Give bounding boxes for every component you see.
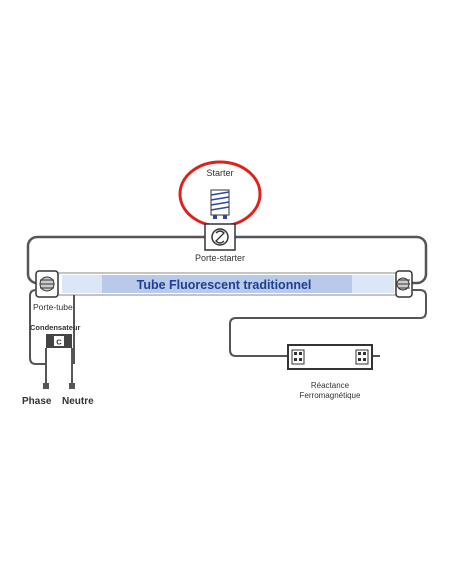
left-wire bbox=[29, 289, 46, 365]
reactance-ballast-icon bbox=[287, 344, 373, 370]
neutre-label: Neutre bbox=[62, 396, 94, 407]
reactance-wire bbox=[229, 289, 427, 357]
starter-icon bbox=[210, 189, 230, 219]
right-porte-tube-icon bbox=[395, 270, 413, 298]
porte-starter-icon bbox=[204, 223, 236, 251]
reactance-label-line2: Ferromagnétique bbox=[300, 391, 361, 400]
phase-terminal bbox=[43, 364, 49, 389]
starter-label: Starter bbox=[206, 168, 233, 178]
phase-label: Phase bbox=[22, 396, 52, 407]
neutre-terminal bbox=[69, 364, 75, 389]
condensateur-label: Condensateur bbox=[30, 323, 81, 332]
porte-tube-label: Porte-tube bbox=[33, 302, 73, 312]
fluorescent-tube bbox=[57, 272, 399, 296]
condensateur-icon bbox=[45, 334, 73, 364]
porte-starter-label: Porte-starter bbox=[195, 253, 245, 263]
reactance-label-line1: Réactance bbox=[311, 381, 350, 390]
left-porte-tube-icon bbox=[35, 270, 59, 298]
tube-title: Tube Fluorescent traditionnel bbox=[137, 278, 312, 292]
capacitor-mark: C bbox=[56, 338, 62, 347]
